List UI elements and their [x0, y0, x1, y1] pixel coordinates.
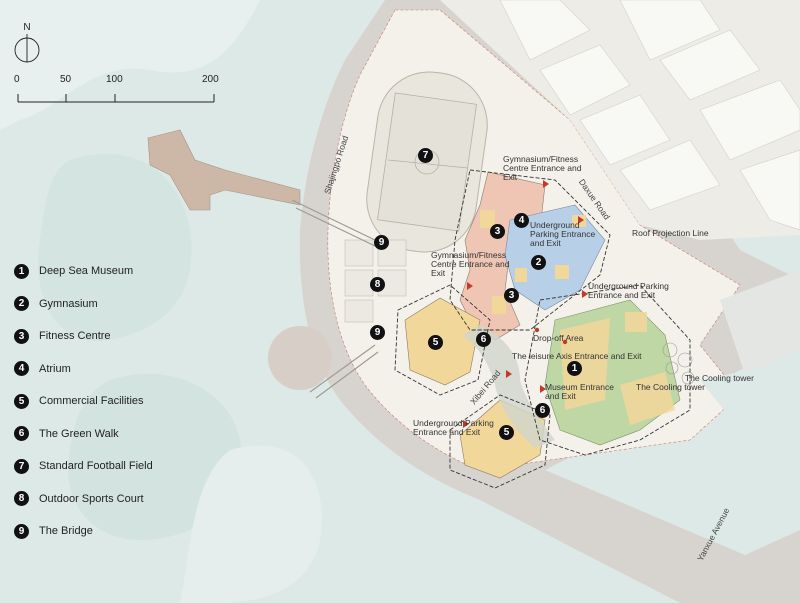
legend-number-badge: 9 [14, 523, 29, 539]
legend-number-badge: 8 [14, 491, 29, 507]
scale-bar-line [17, 94, 215, 103]
map-marker-gymnasium: 2 [531, 255, 546, 270]
gymnasium-area [504, 204, 606, 311]
label-cooling-tower-2: The Cooling tower [636, 382, 705, 392]
legend: 1 Deep Sea Museum 2 Gymnasium 3 Fitness Cen… [14, 255, 153, 548]
svg-text:N: N [23, 22, 30, 33]
scale-label-0: 0 [14, 74, 20, 85]
map-marker-bridge-upper: 9 [374, 235, 389, 250]
legend-number-badge: 2 [14, 296, 29, 312]
map-marker-fitness-lower: 3 [504, 288, 519, 303]
bridges [291, 199, 379, 399]
map-marker-museum: 1 [567, 361, 582, 376]
scale-label-200: 200 [202, 74, 219, 85]
legend-number-badge: 1 [14, 263, 29, 279]
map-marker-atrium: 4 [514, 213, 529, 228]
label-cooling-tower-1: The Cooling tower [685, 373, 754, 383]
map-marker-fitness-upper: 3 [490, 224, 505, 239]
map-marker-football-field: 7 [418, 148, 433, 163]
legend-item: 4 Atrium [14, 353, 153, 386]
scale-label-100: 100 [106, 74, 123, 85]
legend-item: 9 The Bridge [14, 515, 153, 548]
north-arrow-icon: N [14, 22, 40, 63]
legend-label: Commercial Facilities [39, 395, 144, 408]
label-leisure-axis: The leisure Axis Entrance and Exit [512, 351, 642, 361]
label-gym-entrance-top: Gymnasium/Fitness Centre Entrance and Ex… [503, 154, 582, 182]
legend-label: Fitness Centre [39, 330, 111, 343]
scale-bar: 0 50 100 200 [14, 74, 224, 106]
outdoor-courts [344, 239, 407, 323]
legend-item: 1 Deep Sea Museum [14, 255, 153, 288]
legend-label: Standard Football Field [39, 460, 153, 473]
label-underground-parking-right: Underground Parking Entrance and Exit [588, 281, 669, 300]
legend-label: Outdoor Sports Court [39, 492, 144, 505]
map-marker-green-walk-upper: 6 [476, 332, 491, 347]
green-walk [462, 325, 555, 448]
scale-label-50: 50 [60, 74, 72, 85]
legend-item: 8 Outdoor Sports Court [14, 483, 153, 516]
legend-label: The Green Walk [39, 427, 119, 440]
legend-number-badge: 6 [14, 426, 29, 442]
legend-number-badge: 7 [14, 458, 29, 474]
label-underground-parking-top: Underground Parking Entrance and Exit [530, 220, 596, 248]
legend-number-badge: 5 [14, 393, 29, 409]
legend-label: The Bridge [39, 525, 93, 538]
legend-label: Deep Sea Museum [39, 265, 134, 278]
map-marker-bridge-lower: 9 [370, 325, 385, 340]
label-underground-parking-bottom: Underground Parking Entrance and Exit [413, 418, 494, 437]
legend-number-badge: 4 [14, 361, 29, 377]
label-museum-entrance: Museum Entrance and Exit [545, 382, 614, 401]
map-marker-sports-court: 8 [370, 277, 385, 292]
legend-item: 3 Fitness Centre [14, 320, 153, 353]
map-marker-green-walk-lower: 6 [535, 403, 550, 418]
legend-item: 6 The Green Walk [14, 418, 153, 451]
legend-item: 7 Standard Football Field [14, 450, 153, 483]
map-marker-commercial-lower: 5 [499, 425, 514, 440]
legend-label: Atrium [39, 362, 71, 375]
label-roof-projection: Roof Projection Line [632, 228, 709, 238]
legend-item: 5 Commercial Facilities [14, 385, 153, 418]
label-drop-off: Drop-off Area [533, 333, 584, 343]
legend-item: 2 Gymnasium [14, 288, 153, 321]
legend-label: Gymnasium [39, 297, 98, 310]
pier [147, 129, 301, 211]
label-gym-entrance-mid: Gymnasium/Fitness Centre Entrance and Ex… [431, 250, 510, 278]
legend-number-badge: 3 [14, 328, 29, 344]
map-marker-commercial-upper: 5 [428, 335, 443, 350]
cooling-towers [662, 342, 695, 385]
